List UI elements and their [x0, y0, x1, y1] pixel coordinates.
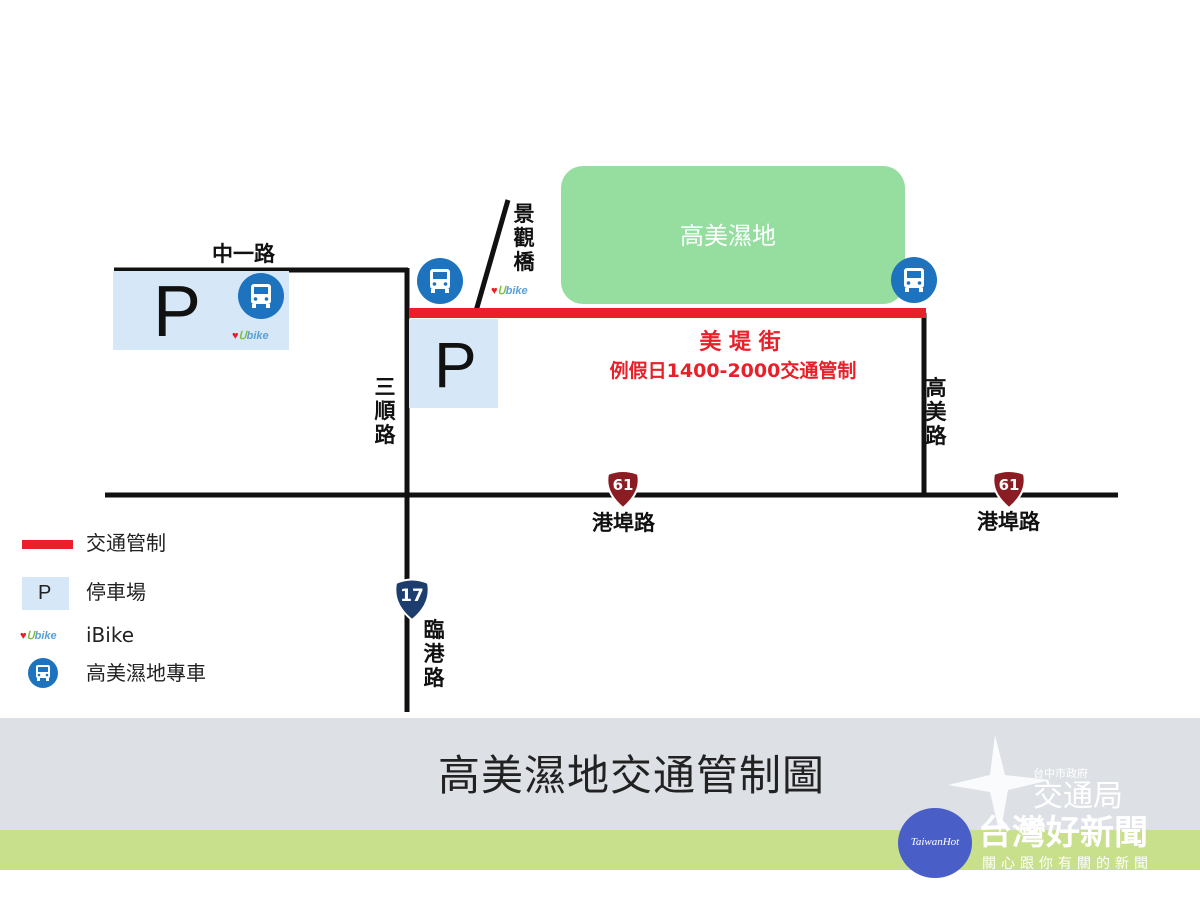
- bus-icon: [238, 273, 284, 319]
- legend-parking-symbol: P: [38, 582, 52, 604]
- bus-icon: [891, 257, 937, 303]
- traffic-bureau-logo-icon: [948, 735, 1050, 835]
- jingguan-bridge-line: [473, 199, 511, 312]
- slogan-watermark: 關心跟你有關的新聞: [982, 856, 1153, 872]
- legend-bus-icon: [28, 658, 58, 688]
- meidi-street-label: 美 堤 街: [699, 330, 781, 355]
- legend-parking-swatch: [22, 577, 69, 610]
- agency-watermark: 交通局: [1033, 779, 1123, 814]
- parking-area-center: [409, 319, 498, 408]
- wetland-label: 高美濕地: [680, 222, 776, 250]
- jingguan-bridge-label: 景觀橋: [513, 202, 535, 274]
- route-61-shield-icon: 61: [604, 470, 642, 514]
- gangbu-road-label-left: 港埠路: [592, 511, 655, 535]
- route-17-shield-icon: 17: [392, 578, 432, 626]
- gaomei-road-label: 高美路: [925, 376, 947, 448]
- map-title: 高美濕地交通管制圖: [438, 751, 826, 800]
- wetland-area: [561, 166, 905, 304]
- gangbu-road-label-right: 港埠路: [977, 510, 1040, 534]
- ibike-icon: ♥ᑌbike: [491, 285, 528, 297]
- bus-icon: [417, 258, 463, 304]
- legend-parking-label: 停車場: [86, 580, 146, 604]
- ibike-icon: ♥ᑌbike: [232, 330, 269, 342]
- zhongyi-road-label: 中一路: [212, 242, 275, 266]
- taiwanhot-badge-icon: TaiwanHot: [898, 808, 972, 878]
- sanshun-road-label: 三順路: [374, 375, 396, 447]
- news-watermark: 台灣好新聞: [978, 813, 1148, 853]
- parking-symbol-west: P: [153, 272, 202, 352]
- control-hours-note: 例假日1400-2000交通管制: [609, 360, 857, 382]
- legend-control-label: 交通管制: [86, 531, 166, 555]
- agency-small-watermark: 台中市政府: [1033, 767, 1088, 780]
- footer-green-band: [0, 830, 1200, 870]
- legend-ibike-icon: ♥ᑌbike: [20, 630, 57, 642]
- lingang-road-label: 臨港路: [423, 618, 445, 690]
- legend-ibike-label: iBike: [86, 623, 135, 647]
- legend-bus-label: 高美濕地專車: [86, 661, 206, 685]
- parking-symbol-center: P: [434, 329, 477, 401]
- legend-control-swatch: [22, 540, 73, 549]
- route-61-shield-icon: 61: [990, 470, 1028, 514]
